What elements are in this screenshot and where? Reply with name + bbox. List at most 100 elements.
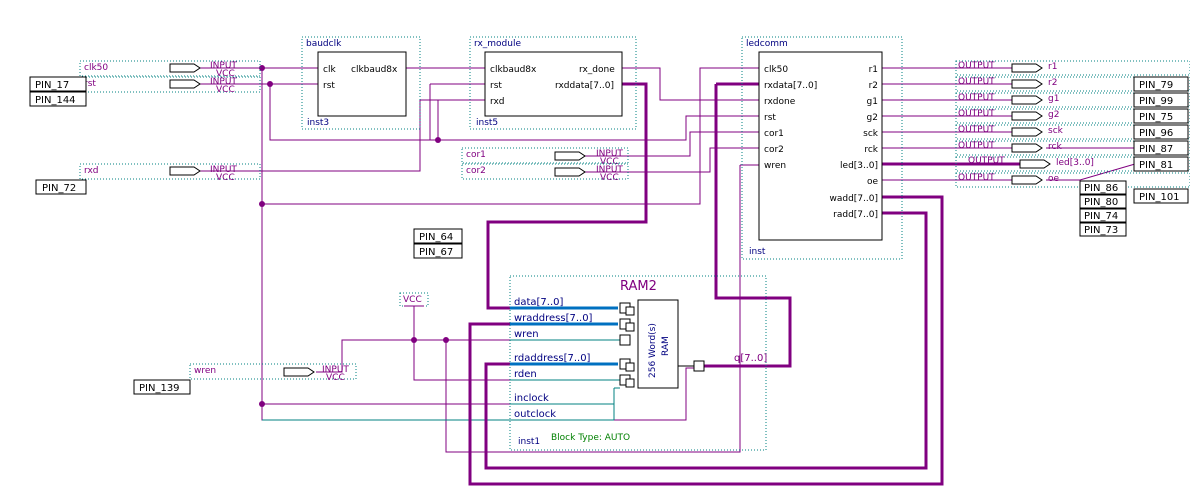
pin-rck-label: PIN_81 xyxy=(1139,160,1173,171)
output-sck[interactable]: OUTPUT sck xyxy=(955,124,1190,140)
buses xyxy=(468,82,1020,486)
output-r2-type: OUTPUT xyxy=(958,77,995,87)
vcc-label: VCC xyxy=(403,295,422,305)
ram2-title: RAM2 xyxy=(620,279,657,294)
ledcomm-port-rst: rst xyxy=(764,113,776,123)
input-cor1[interactable]: cor1 INPUT VCC xyxy=(461,147,629,167)
wires xyxy=(200,67,1136,453)
pin-rxd: PIN_72 xyxy=(35,179,87,195)
output-g1[interactable]: OUTPUT g1 xyxy=(955,92,1190,108)
pin-led-0: PIN_86 xyxy=(1079,180,1127,195)
pin-g1: PIN_75 xyxy=(1133,108,1189,124)
input-wren-vcc: VCC xyxy=(326,373,345,383)
input-rxd-vcc: VCC xyxy=(216,173,235,183)
block-ram2[interactable]: RAM2 data[7..0] wraddress[7..0] wren rda… xyxy=(509,275,767,451)
pin-led-3-label: PIN_73 xyxy=(1084,225,1118,236)
ledcomm-port-r1: r1 xyxy=(869,65,878,75)
input-rxd[interactable]: rxd INPUT VCC xyxy=(79,163,261,183)
output-g1-type: OUTPUT xyxy=(958,93,995,103)
input-cor1-name: cor1 xyxy=(466,150,486,160)
ledcomm-port-wren: wren xyxy=(764,161,786,171)
rx-module-port-rx-done: rx_done xyxy=(579,65,615,75)
input-clk50[interactable]: clk50 INPUT VCC xyxy=(79,60,261,79)
ledcomm-port-cor1: cor1 xyxy=(764,129,784,139)
input-wren-type: INPUT xyxy=(322,365,349,375)
input-clk50-type: INPUT xyxy=(210,61,237,71)
output-r1-name: r1 xyxy=(1048,62,1057,72)
output-oe-type: OUTPUT xyxy=(958,173,995,183)
pin-rxd-label: PIN_72 xyxy=(42,183,76,194)
output-g2-type: OUTPUT xyxy=(958,109,995,119)
output-oe[interactable]: OUTPUT oe xyxy=(955,172,1190,188)
pin-led-0-label: PIN_86 xyxy=(1084,183,1118,194)
ledcomm-port-rxdata: rxdata[7..0] xyxy=(764,81,817,91)
pin-cor2-label: PIN_67 xyxy=(419,247,453,258)
input-rst-name: rst xyxy=(84,79,96,89)
output-rck-type: OUTPUT xyxy=(958,141,995,151)
junctions xyxy=(259,65,449,407)
ledcomm-port-radd: radd[7..0] xyxy=(833,210,878,220)
input-rst[interactable]: rst INPUT VCC xyxy=(79,76,261,95)
block-ledcomm[interactable]: ledcomm clk50 rxdata[7..0] rxdone rst co… xyxy=(741,36,903,260)
input-cor2-name: cor2 xyxy=(466,166,486,176)
output-led-name: led[3..0] xyxy=(1056,158,1094,168)
input-clk50-vcc: VCC xyxy=(216,69,235,79)
baudclk-port-clkbaud8x: clkbaud8x xyxy=(351,65,398,75)
block-baudclk[interactable]: baudclk clk rst clkbaud8x inst3 xyxy=(301,36,421,130)
input-rst-vcc: VCC xyxy=(216,85,235,95)
output-rck-name: rck xyxy=(1048,142,1062,152)
output-rck[interactable]: OUTPUT rck xyxy=(955,140,1190,156)
rx-module-port-rst: rst xyxy=(490,81,502,91)
ledcomm-port-clk50: clk50 xyxy=(764,65,788,75)
pin-clk50: PIN_17 xyxy=(29,76,87,92)
output-led-type: OUTPUT xyxy=(968,156,1005,166)
ledcomm-port-oe: oe xyxy=(867,177,879,187)
input-cor2[interactable]: cor2 INPUT VCC xyxy=(461,163,629,183)
ledcomm-inst: inst xyxy=(749,247,766,257)
rx-module-port-rxddata: rxddata[7..0] xyxy=(555,81,614,91)
pin-r2: PIN_99 xyxy=(1133,92,1189,108)
output-r2[interactable]: OUTPUT r2 xyxy=(955,76,1190,92)
ledcomm-port-rxdone: rxdone xyxy=(764,97,796,107)
ram2-port-data: data[7..0] xyxy=(514,297,564,308)
ledcomm-port-cor2: cor2 xyxy=(764,145,784,155)
pin-sck: PIN_87 xyxy=(1133,140,1189,156)
pin-wren-label: PIN_139 xyxy=(139,383,180,394)
ledcomm-port-g2: g2 xyxy=(867,113,878,123)
rx-module-title: rx_module xyxy=(474,39,521,49)
input-rst-type: INPUT xyxy=(210,77,237,87)
baudclk-port-rst: rst xyxy=(323,81,335,91)
output-led[interactable]: OUTPUT led[3..0] xyxy=(955,156,1190,172)
output-r1[interactable]: OUTPUT r1 xyxy=(955,60,1190,76)
baudclk-port-clk: clk xyxy=(323,65,336,75)
pin-cor1: PIN_64 xyxy=(413,228,463,244)
output-g1-name: g1 xyxy=(1048,94,1059,104)
pin-rck: PIN_81 xyxy=(1133,156,1189,172)
pin-g1-label: PIN_75 xyxy=(1139,112,1173,123)
rx-module-port-rxd: rxd xyxy=(490,97,505,107)
pin-led-3: PIN_73 xyxy=(1079,222,1127,237)
pin-rst-label: PIN_144 xyxy=(35,95,76,106)
ram2-block-type: Block Type: AUTO xyxy=(551,433,630,443)
pin-led-2-label: PIN_74 xyxy=(1084,211,1118,222)
pin-g2: PIN_96 xyxy=(1133,124,1189,140)
ram2-port-inclock: inclock xyxy=(514,393,549,404)
input-clk50-name: clk50 xyxy=(84,63,108,73)
input-rxd-name: rxd xyxy=(84,166,99,176)
pin-cor1-label: PIN_64 xyxy=(419,232,453,243)
output-oe-name: oe xyxy=(1048,174,1060,184)
input-cor1-type: INPUT xyxy=(596,149,623,159)
output-g2-name: g2 xyxy=(1048,110,1059,120)
pin-led-2: PIN_74 xyxy=(1079,208,1127,223)
block-rx-module[interactable]: rx_module clkbaud8x rst rxd rx_done rxdd… xyxy=(469,36,637,130)
ledcomm-port-wadd: wadd[7..0] xyxy=(830,194,879,204)
input-wren[interactable]: wren INPUT VCC xyxy=(189,363,357,383)
pin-r1-label: PIN_79 xyxy=(1139,80,1173,91)
output-g2[interactable]: OUTPUT g2 xyxy=(955,108,1190,124)
input-rxd-type: INPUT xyxy=(210,165,237,175)
rx-module-port-clkbaud8x: clkbaud8x xyxy=(490,65,537,75)
pin-oe: PIN_101 xyxy=(1133,188,1189,204)
pin-g2-label: PIN_96 xyxy=(1139,128,1173,139)
output-r2-name: r2 xyxy=(1048,78,1057,88)
pin-clk50-label: PIN_17 xyxy=(35,80,69,91)
